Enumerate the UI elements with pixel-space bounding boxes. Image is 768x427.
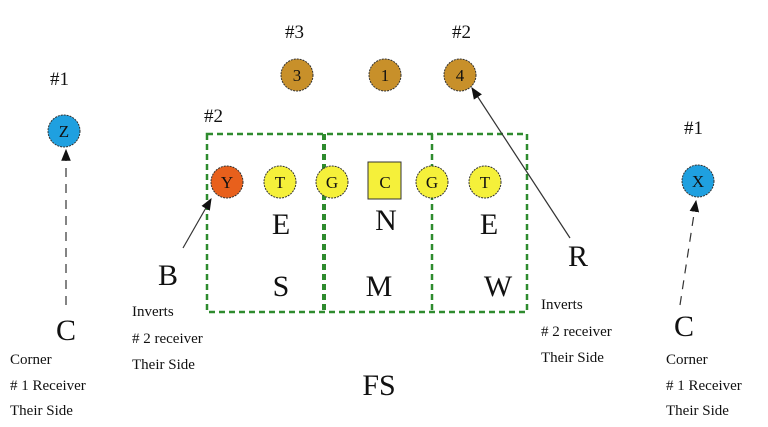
note-r-line2: # 2 receiver (541, 324, 612, 340)
note-b-line1: Inverts (132, 304, 174, 320)
back-player-1: 1 (368, 58, 402, 92)
note-right-line2: # 1 Receiver (666, 378, 742, 394)
label-slot-2: #2 (204, 106, 223, 127)
lineman-center: C (367, 161, 402, 200)
note-b-line3: Their Side (132, 357, 195, 373)
note-r-line3: Their Side (541, 350, 604, 366)
note-r-line1: Inverts (541, 297, 583, 313)
svg-text:Z: Z (59, 122, 69, 141)
svg-text:3: 3 (293, 66, 302, 85)
free-safety: FS (362, 369, 395, 402)
defender-r: R (568, 240, 588, 273)
svg-text:1: 1 (381, 66, 390, 85)
note-b-line2: # 2 receiver (132, 331, 203, 347)
receiver-y: Y (210, 165, 244, 199)
b-arrow (182, 197, 212, 249)
front-e-left: E (272, 208, 290, 241)
front-e-right: E (480, 208, 498, 241)
label-back-3: #3 (285, 22, 304, 43)
svg-text:C: C (379, 173, 390, 192)
corner-right-arrow (679, 199, 700, 306)
linebacker-s: S (273, 270, 290, 303)
svg-text:G: G (326, 173, 338, 192)
lineman-t-right: T (468, 165, 502, 199)
zone-boxes (205, 132, 529, 314)
linebacker-w: W (484, 270, 513, 303)
svg-text:Y: Y (221, 173, 233, 192)
defender-c-right: C (674, 310, 694, 343)
r-arrow (471, 86, 571, 239)
note-left-line2: # 1 Receiver (10, 378, 86, 394)
back-player-4: 4 (443, 58, 477, 92)
note-right-line3: Their Side (666, 403, 729, 419)
defender-c-left: C (56, 314, 76, 347)
note-left-line1: Corner (10, 352, 52, 368)
defender-b: B (158, 259, 178, 292)
front-n: N (375, 204, 397, 237)
label-back-2: #2 (452, 22, 471, 43)
svg-text:T: T (480, 173, 491, 192)
note-right-line1: Corner (666, 352, 708, 368)
lineman-g-right: G (415, 165, 449, 199)
receiver-x: X (681, 164, 715, 198)
back-player-3: 3 (280, 58, 314, 92)
label-left-1: #1 (50, 69, 69, 90)
svg-text:X: X (692, 172, 704, 191)
svg-text:4: 4 (456, 66, 465, 85)
lineman-g-left: G (315, 165, 349, 199)
svg-text:T: T (275, 173, 286, 192)
svg-text:G: G (426, 173, 438, 192)
receiver-z: Z (47, 114, 81, 148)
lineman-t-left: T (263, 165, 297, 199)
label-right-1: #1 (684, 118, 703, 139)
note-left-line3: Their Side (10, 403, 73, 419)
linebacker-m: M (366, 270, 393, 303)
